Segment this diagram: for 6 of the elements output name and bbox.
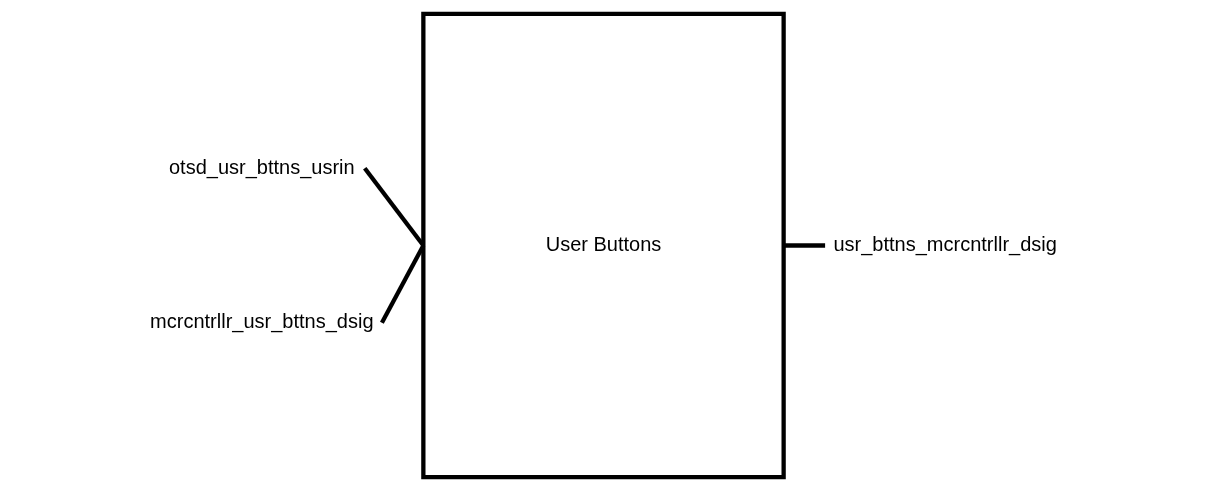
node-text: mcrcntrllr_usr_bttns_dsig xyxy=(150,309,374,332)
connector xyxy=(783,243,826,248)
connector xyxy=(380,244,426,324)
node-text: otsd_usr_bttns_usrin xyxy=(168,155,355,178)
node-text: usr_bttns_mcrcntrllr_dsig xyxy=(833,232,1057,255)
node-box: User Buttons xyxy=(421,11,786,480)
